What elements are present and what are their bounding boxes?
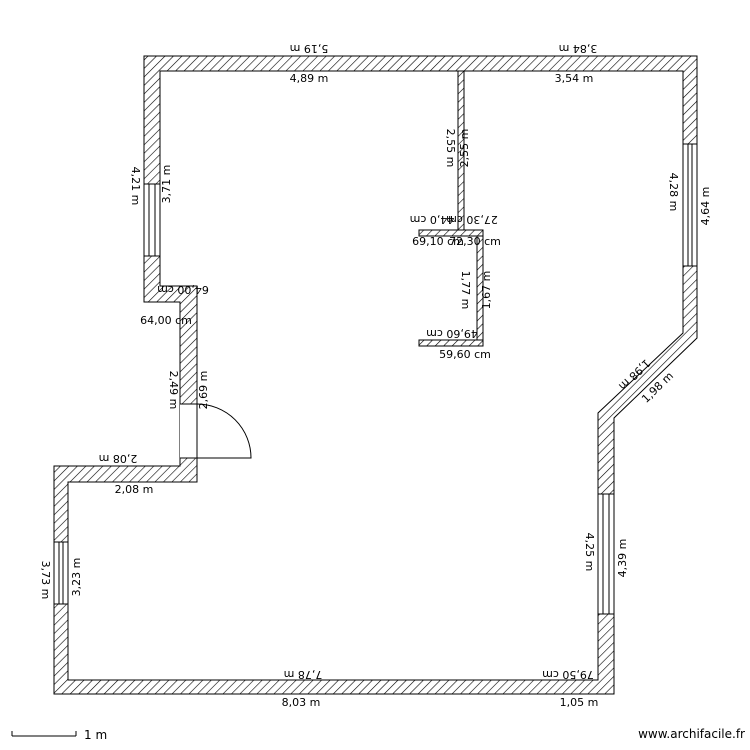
dim-right-upper-outer: 4,64 m: [699, 187, 712, 226]
dim-stub-bottom-right: 72,30 cm: [449, 235, 501, 248]
partition-stub: [418, 229, 484, 237]
dim-notch-inner: 64,00 cm: [140, 314, 192, 327]
dim-stub-bottom-left: 69,10 cm: [412, 235, 464, 248]
dim-top-right-outer: 3,84 m: [559, 42, 598, 55]
windows: [53, 143, 698, 615]
dim-closet-bottom-top: 49,60 cm: [426, 327, 478, 340]
scale-label: 1 m: [84, 728, 107, 742]
dim-right-lower-inner: 4,25 m: [583, 533, 596, 572]
dim-step-outer: 2,08 m: [99, 452, 138, 465]
dim-notch-outer: 64,00 cm: [157, 283, 209, 296]
dim-closet-right: 1,67 m: [480, 271, 493, 310]
dim-bottom-outer: 8,03 m: [282, 696, 321, 709]
dim-partition-right: 2,55 m: [458, 129, 471, 168]
window-left-lower: [53, 541, 69, 605]
watermark: www.archifacile.fr: [638, 727, 745, 741]
dim-left-upper-outer: 4,21 m: [129, 167, 142, 206]
door: [180, 403, 252, 459]
dim-bottom-right-outer: 1,05 m: [560, 696, 599, 709]
dim-left-lower-inner: 3,23 m: [70, 558, 83, 597]
dim-left-lower-outer: 3,73 m: [39, 561, 52, 600]
dim-stub-top-right: 27,30 cm: [446, 213, 498, 226]
dim-corridor-left: 2,49 m: [167, 371, 180, 410]
dim-bottom-inner: 7,78 m: [284, 668, 323, 681]
dim-top-left-outer: 5,19 m: [290, 42, 329, 55]
dim-right-upper-inner: 4,28 m: [667, 173, 680, 212]
dim-partition-left: 2,55 m: [444, 129, 457, 168]
dim-closet-left: 1,77 m: [459, 271, 472, 310]
dim-top-left-inner: 4,89 m: [290, 72, 329, 85]
scale-bar: 1 m: [11, 728, 107, 742]
partitions: [418, 70, 484, 347]
window-right-upper: [682, 143, 698, 267]
window-right-lower: [597, 493, 615, 615]
dim-corridor-right: 2,69 m: [197, 371, 210, 410]
dim-top-right-inner: 3,54 m: [555, 72, 594, 85]
dim-left-upper-inner: 3,71 m: [160, 165, 173, 204]
dim-bottom-right-inner: 79,50 cm: [542, 668, 594, 681]
window-left-upper: [143, 183, 161, 257]
dim-stub-top-left: 44,0 cm: [410, 213, 455, 226]
door-swing-arc: [196, 403, 252, 459]
dim-closet-bottom-bottom: 59,60 cm: [439, 348, 491, 361]
dim-right-lower-outer: 4,39 m: [616, 539, 629, 578]
door-opening: [180, 404, 197, 458]
dimension-labels: 5,19 m 4,89 m 3,84 m 3,54 m 2,55 m 2,55 …: [39, 42, 712, 709]
dim-step-inner: 2,08 m: [115, 483, 154, 496]
closet-bottom-wall: [418, 339, 484, 347]
